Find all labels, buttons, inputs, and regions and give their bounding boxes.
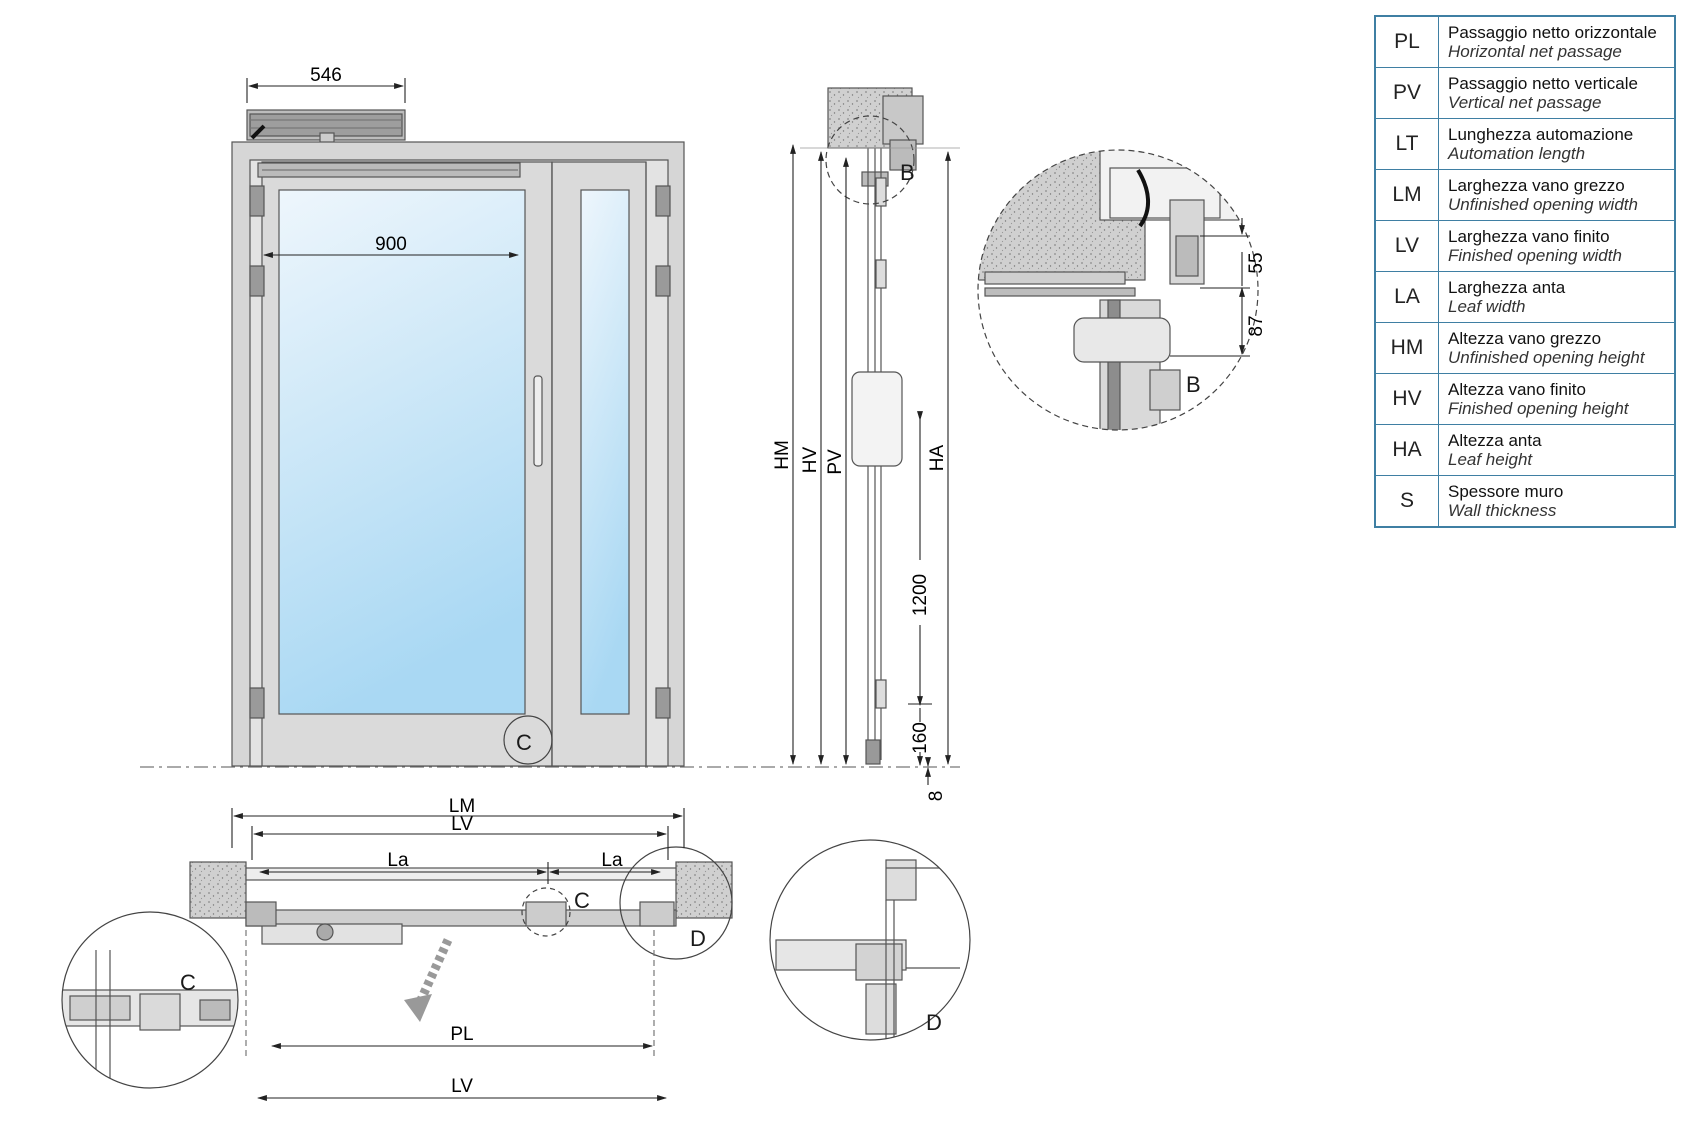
- detail-b: 55 87 B: [977, 149, 1267, 431]
- dim-plan-la-left: La: [387, 850, 409, 871]
- dim-side-hm: HM: [772, 440, 793, 470]
- legend-italian: Spessore muro: [1448, 482, 1564, 501]
- legend-english: Horizontal net passage: [1448, 42, 1622, 61]
- legend-italian: Lunghezza automazione: [1448, 125, 1634, 144]
- front-dimensions: [246, 78, 519, 258]
- legend-italian: Larghezza anta: [1448, 278, 1566, 297]
- dim-plan-lv-top: LV: [451, 814, 473, 835]
- legend-english: Leaf height: [1448, 450, 1533, 469]
- dim-plan-la-right: La: [601, 850, 623, 871]
- legend-italian: Altezza vano finito: [1448, 380, 1586, 399]
- legend-italian: Altezza anta: [1448, 431, 1542, 450]
- dim-gap-8: 8: [926, 791, 947, 802]
- dim-side-hv: HV: [800, 446, 821, 473]
- legend-code: LV: [1374, 220, 1439, 272]
- legend-code: LM: [1374, 169, 1439, 221]
- legend-english: Unfinished opening width: [1448, 195, 1638, 214]
- callout-plan-c: C: [574, 888, 590, 913]
- legend-english: Leaf width: [1448, 297, 1526, 316]
- legend-code: HV: [1374, 373, 1439, 425]
- dim-side-pv: PV: [825, 449, 846, 475]
- detail-d: D: [769, 839, 971, 1041]
- legend-code: S: [1374, 475, 1439, 528]
- legend-italian: Passaggio netto orizzontale: [1448, 23, 1657, 42]
- dim-plan-pl: PL: [450, 1024, 473, 1045]
- callout-plan-d: D: [690, 926, 706, 951]
- dim-plan-lm: LM: [449, 796, 475, 817]
- legend-code: LA: [1374, 271, 1439, 323]
- legend-english: Finished opening height: [1448, 399, 1629, 418]
- legend-code: PL: [1374, 15, 1439, 68]
- dim-height-1200: 1200: [910, 574, 931, 616]
- plan-dimensions: [231, 808, 685, 1101]
- legend-english: Unfinished opening height: [1448, 348, 1645, 367]
- legend-code: LT: [1374, 118, 1439, 170]
- detail-c: C: [61, 911, 239, 1089]
- callout-detail-b: B: [1186, 372, 1201, 397]
- legend-code: HA: [1374, 424, 1439, 476]
- front-elevation: [140, 109, 960, 768]
- dim-plan-lv-bottom: LV: [451, 1076, 473, 1097]
- legend-italian: Larghezza vano grezzo: [1448, 176, 1625, 195]
- dim-operator-width: 546: [310, 65, 342, 86]
- dim-leaf-opening: 900: [375, 234, 407, 255]
- legend-english: Automation length: [1448, 144, 1586, 163]
- legend-english: Finished opening width: [1448, 246, 1622, 265]
- legend-code: PV: [1374, 67, 1439, 119]
- side-dimensions: [790, 144, 951, 785]
- legend-italian: Altezza vano grezzo: [1448, 329, 1602, 348]
- legend-english: Wall thickness: [1448, 501, 1557, 520]
- side-section: [800, 87, 960, 765]
- callout-detail-c: C: [180, 970, 196, 995]
- dim-gap-55: 55: [1246, 252, 1267, 273]
- legend-english: Vertical net passage: [1448, 93, 1602, 112]
- dim-side-ha: HA: [927, 444, 948, 471]
- legend-italian: Larghezza vano finito: [1448, 227, 1610, 246]
- legend-code: HM: [1374, 322, 1439, 374]
- callout-elevation-c: C: [516, 730, 532, 755]
- callout-side-b: B: [900, 160, 915, 185]
- callout-detail-d: D: [926, 1010, 942, 1035]
- dim-height-160: 160: [910, 722, 931, 754]
- legend-italian: Passaggio netto verticale: [1448, 74, 1638, 93]
- dim-gap-87: 87: [1246, 315, 1267, 336]
